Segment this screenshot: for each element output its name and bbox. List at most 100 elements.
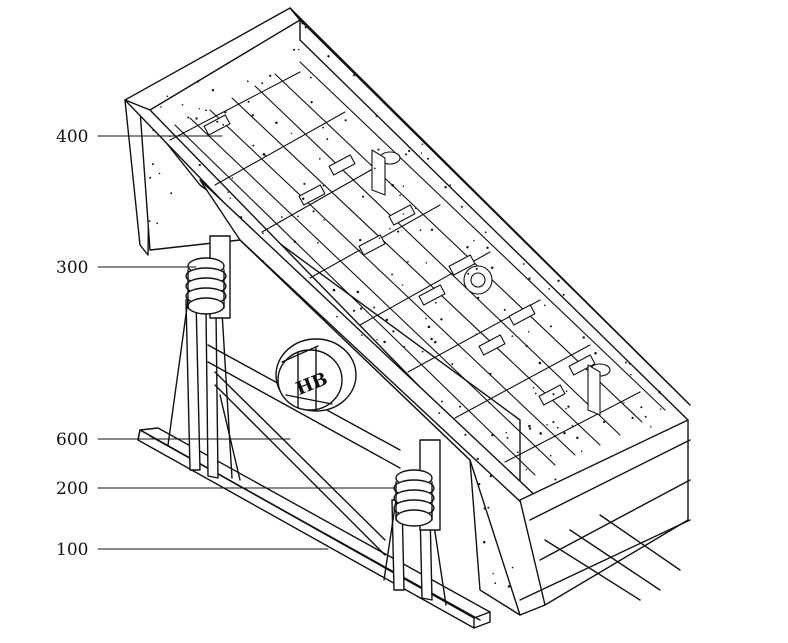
speckle: [151, 163, 154, 166]
speckle: [565, 407, 567, 410]
speckle: [434, 340, 437, 344]
speckle: [549, 325, 553, 328]
speckle: [554, 478, 557, 481]
speckle: [488, 402, 491, 404]
spring-support-lower: [393, 439, 441, 531]
speckle: [261, 82, 264, 85]
speckle: [525, 468, 528, 471]
speckle: [303, 182, 306, 185]
label-200: 200: [56, 479, 88, 499]
speckle: [478, 482, 481, 486]
speckle: [522, 263, 525, 265]
speckle: [301, 21, 304, 25]
speckle: [415, 207, 417, 210]
speckle: [475, 333, 478, 335]
speckle: [476, 457, 479, 460]
speckle: [397, 230, 400, 233]
speckle: [402, 185, 405, 187]
speckle: [529, 427, 532, 430]
label-600: 600: [56, 430, 88, 450]
speckle: [378, 237, 381, 239]
speckle: [490, 266, 494, 269]
speckle: [359, 307, 363, 310]
speckle: [557, 279, 560, 282]
speckle: [494, 582, 497, 584]
speckle: [491, 434, 494, 437]
speckle: [640, 406, 643, 409]
speckle: [486, 246, 489, 249]
screen-deck: [169, 61, 666, 476]
speckle: [264, 154, 267, 157]
speckle: [322, 126, 324, 129]
speckle: [427, 325, 431, 329]
speckle: [310, 76, 312, 79]
speckle: [403, 345, 406, 348]
speckle: [507, 585, 511, 588]
speckle: [449, 184, 452, 186]
speckle: [440, 400, 443, 403]
speckle: [430, 228, 434, 231]
speckle: [466, 246, 469, 249]
speckle: [181, 132, 185, 135]
speckle: [511, 566, 514, 569]
speckle: [317, 242, 319, 244]
speckle: [628, 362, 631, 365]
speckle: [323, 219, 325, 221]
speckle: [425, 262, 428, 264]
speckle: [408, 149, 411, 153]
speckle: [227, 191, 229, 194]
speckle: [532, 386, 535, 389]
speckle: [477, 296, 480, 300]
speckle: [499, 319, 502, 322]
speckle: [427, 157, 430, 160]
speckle: [650, 426, 652, 428]
speckle: [362, 195, 365, 198]
speckle: [630, 373, 632, 376]
speckle: [377, 148, 380, 151]
speckle: [152, 129, 154, 132]
speckle: [373, 306, 376, 309]
speckle: [464, 433, 467, 436]
speckle: [198, 108, 200, 110]
speckle: [224, 111, 227, 114]
speckle: [401, 284, 404, 286]
speckle: [360, 334, 363, 336]
speckle: [511, 335, 514, 338]
speckle: [373, 167, 376, 170]
speckle: [444, 186, 447, 189]
label-300: 300: [56, 258, 88, 278]
speckle: [538, 361, 542, 365]
speckle: [459, 405, 462, 408]
label-100: 100: [56, 540, 88, 560]
speckle: [419, 229, 422, 232]
speckle: [302, 197, 305, 200]
speckle: [556, 426, 559, 429]
speckle: [336, 315, 338, 318]
speckle: [262, 153, 266, 156]
speckle: [644, 415, 647, 418]
speckle: [548, 288, 551, 290]
speckle: [451, 363, 454, 366]
speckle: [149, 176, 152, 179]
speckle: [246, 80, 249, 83]
speckle: [528, 424, 531, 428]
speckle: [280, 216, 283, 218]
speckle: [473, 239, 475, 242]
speckle: [304, 26, 307, 29]
speckle: [261, 260, 264, 262]
speckle: [231, 177, 234, 179]
speckle: [563, 432, 566, 435]
speckle: [571, 424, 574, 427]
speckle: [421, 350, 424, 353]
leader-lines: [97, 135, 396, 550]
speckle: [353, 74, 355, 77]
speckle: [475, 267, 478, 270]
speckle: [440, 318, 443, 321]
speckle: [318, 157, 321, 160]
label-400: 400: [56, 127, 88, 147]
speckle: [489, 474, 493, 478]
speckle: [290, 132, 293, 134]
speckle: [170, 192, 173, 195]
speckle: [562, 293, 565, 296]
speckle: [594, 351, 597, 355]
